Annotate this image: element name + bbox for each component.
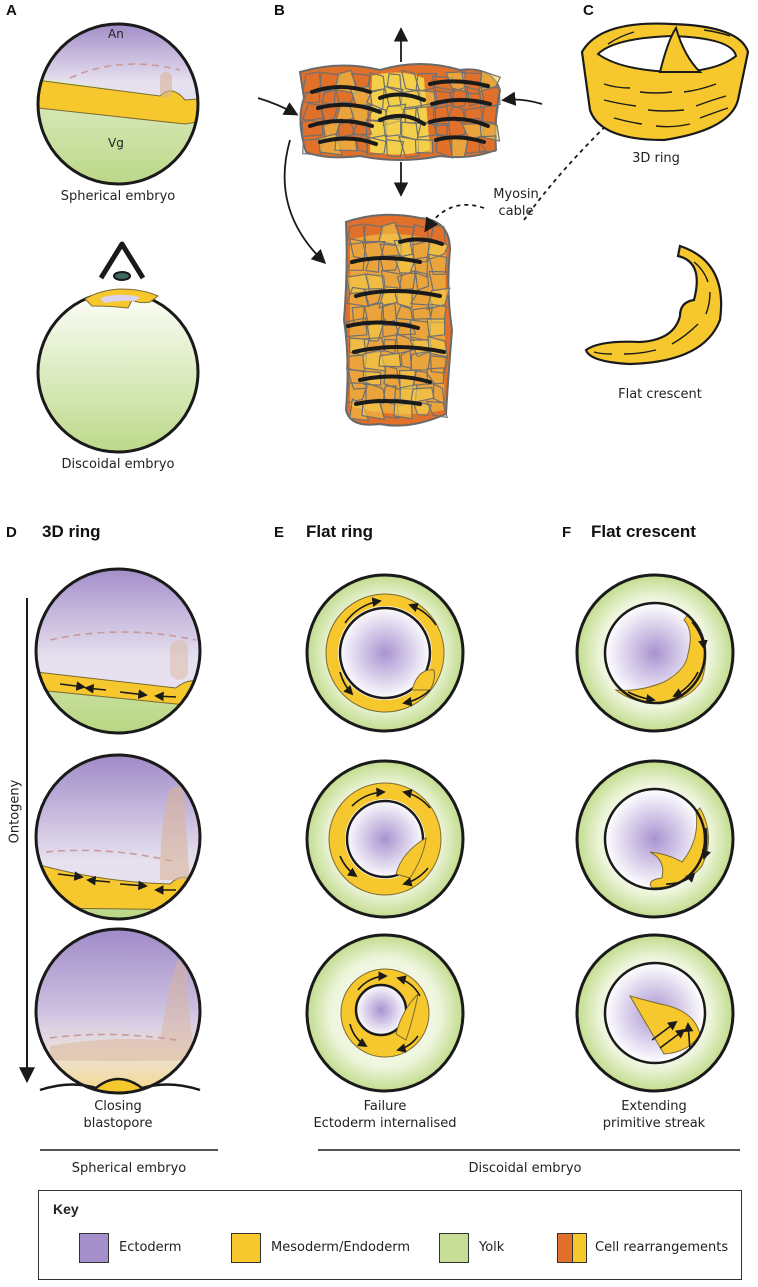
meso-endoderm-label: Mesoderm/Endoderm	[271, 1240, 411, 1255]
panel-letter-e: E	[274, 524, 285, 541]
tissue-cell	[426, 367, 445, 385]
panel-letter-c: C	[583, 2, 594, 19]
ontogeny-label: Ontogeny	[7, 779, 23, 844]
eye-icon	[98, 241, 146, 281]
tissue-cell	[379, 254, 402, 272]
ectoderm-label: Ectoderm	[119, 1240, 182, 1255]
panel-d-caption: Closing blastopore	[83, 1099, 153, 1131]
panel-a-caption-discoidal: Discoidal embryo	[61, 457, 175, 472]
spherical-group-label: Spherical embryo	[71, 1161, 187, 1176]
tissue-cell	[414, 270, 430, 291]
tissue-cell	[415, 102, 436, 126]
tissue-cell	[480, 86, 501, 108]
panel-d-sphere-1	[34, 567, 202, 735]
tissue-cell	[345, 286, 370, 308]
tissue-cell	[427, 253, 448, 275]
tissue-cell	[448, 85, 469, 108]
panel-d-sphere-3	[34, 927, 202, 1095]
cell-rearrangement-swatch-orange	[557, 1233, 572, 1263]
panel-b-arrows	[257, 27, 617, 264]
tissue-cell	[356, 133, 369, 154]
tissue-cell	[345, 317, 368, 338]
tissue-cell	[301, 117, 324, 138]
tissue-cell	[410, 350, 432, 371]
vg-label: Vg	[108, 136, 124, 150]
tissue-cell	[366, 134, 388, 155]
panel-f-disc-1	[575, 573, 735, 733]
tissue-cell	[461, 72, 484, 95]
panel-a-discoidal-embryo	[36, 288, 200, 454]
panel-c-3d-ring	[580, 22, 750, 142]
panel-f-disc-2	[575, 759, 735, 919]
an-label: An	[108, 27, 124, 41]
tissue-cell	[413, 370, 436, 387]
key-box: Key Ectoderm Mesoderm/Endoderm Yolk Cell…	[38, 1190, 742, 1280]
panel-c-flat-crescent	[584, 244, 723, 366]
panel-d-title: 3D ring	[42, 522, 101, 541]
panel-d-sphere-2	[34, 753, 202, 921]
panel-e-disc-3	[305, 933, 465, 1093]
panel-b-tissue-top	[298, 63, 502, 161]
tissue-cell	[396, 269, 417, 292]
panel-e-disc-1	[305, 573, 465, 733]
cell-rearrangements-label: Cell rearrangements	[595, 1240, 729, 1255]
tissue-cell	[400, 349, 413, 370]
tissue-cell	[447, 117, 467, 139]
tissue-cell	[302, 138, 324, 156]
cell-rearrangement-swatch-yellow	[572, 1233, 587, 1263]
tissue-cell	[479, 103, 499, 124]
tissue-cell	[432, 85, 455, 109]
discoidal-group-label: Discoidal embryo	[468, 1161, 582, 1176]
tissue-cell	[378, 352, 402, 368]
panel-letter-f: F	[562, 524, 572, 541]
tissue-cell	[398, 135, 420, 158]
panel-c-caption-flat-crescent: Flat crescent	[618, 387, 702, 402]
panel-e-title: Flat ring	[306, 522, 374, 541]
yolk-label: Yolk	[479, 1240, 505, 1255]
tissue-cell	[382, 118, 402, 138]
tissue-cell	[409, 256, 429, 278]
tissue-cell	[346, 382, 369, 404]
panel-e-disc-2	[305, 759, 465, 919]
tissue-cell	[363, 288, 383, 307]
panel-letter-a: A	[6, 2, 17, 19]
tissue-cell	[414, 138, 434, 154]
tissue-cell	[386, 73, 402, 93]
tissue-cell	[426, 318, 446, 338]
panel-a-spherical-embryo	[36, 22, 200, 186]
tissue-cell	[425, 400, 448, 419]
tissue-cell	[393, 288, 413, 309]
panel-a-caption-spherical: Spherical embryo	[60, 189, 176, 204]
tissue-cell	[395, 322, 417, 336]
panel-letter-d: D	[6, 524, 17, 541]
panel-letter-b: B	[274, 2, 285, 19]
tissue-cell	[378, 399, 400, 419]
panel-b-tissue-bottom	[342, 213, 454, 427]
panel-f-caption: Extending primitive streak	[602, 1099, 706, 1131]
key-title: Key	[53, 1201, 79, 1217]
tissue-cell	[478, 135, 497, 153]
panel-f-disc-3	[575, 933, 735, 1093]
panel-e-caption: Failure Ectoderm internalised	[313, 1099, 457, 1131]
yolk-swatch	[439, 1233, 469, 1263]
ectoderm-swatch	[79, 1233, 109, 1263]
tissue-cell	[385, 138, 405, 158]
myosin-cable-label: Myosin cable	[493, 187, 539, 219]
tissue-cell	[432, 383, 445, 405]
meso-endoderm-swatch	[231, 1233, 261, 1263]
tissue-cell	[435, 133, 454, 159]
panel-f-title: Flat crescent	[591, 522, 696, 541]
tissue-cell	[429, 354, 449, 374]
panel-c-caption-3d-ring: 3D ring	[632, 151, 680, 166]
